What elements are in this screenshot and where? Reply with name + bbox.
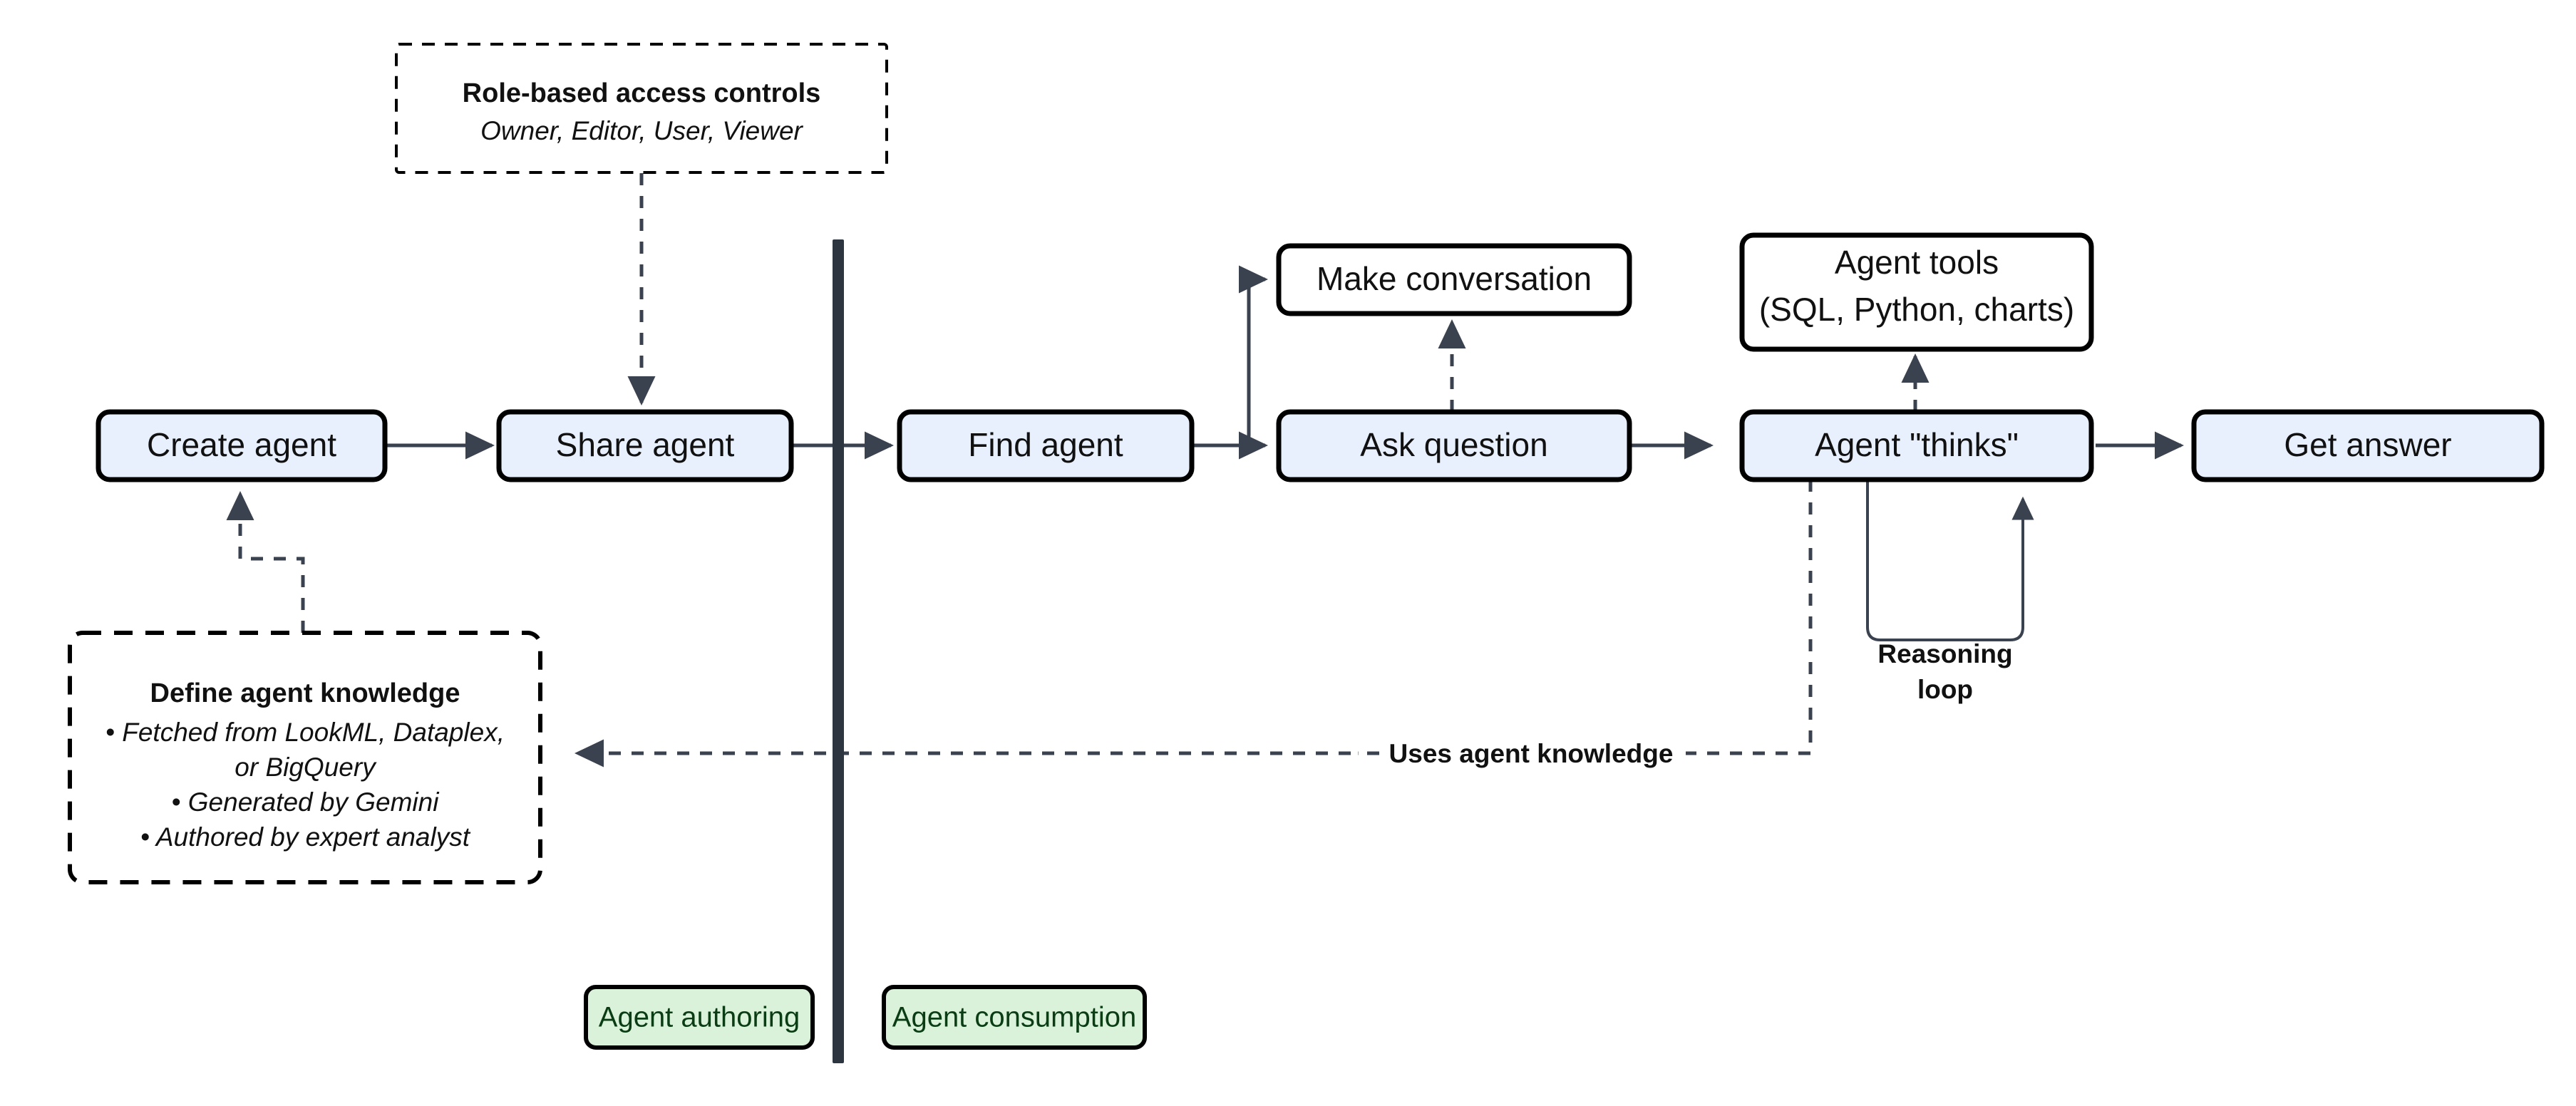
node-agent-thinks-label: Agent "thinks" (1815, 426, 2019, 463)
connector-find-to-make-conversation (1212, 265, 1268, 448)
edge-label-uses-agent-knowledge: Uses agent knowledge (1389, 739, 1674, 768)
edge-label-reasoning-loop-line1: Reasoning (1877, 639, 2012, 668)
legend-agent-authoring-label: Agent authoring (599, 1002, 800, 1033)
edge-label-reasoning-loop-line2: loop (1917, 675, 1973, 704)
node-ask-question[interactable] (1276, 409, 1632, 482)
note-rbac-line-0: Owner, Editor, User, Viewer (480, 116, 803, 145)
node-agent-tools-label-line2: (SQL, Python, charts) (1759, 291, 2074, 328)
node-create-agent-label: Create agent (147, 426, 336, 463)
note-knowledge-line-0: • Fetched from LookML, Dataplex, (105, 718, 505, 747)
note-knowledge-line-3: • Authored by expert analyst (140, 822, 471, 852)
note-rbac-title: Role-based access controls (463, 78, 821, 108)
section-divider (833, 239, 844, 1063)
node-find-agent-label: Find agent (968, 426, 1123, 463)
note-knowledge-line-2: • Generated by Gemini (172, 787, 441, 817)
node-find-agent[interactable] (897, 409, 1195, 482)
node-make-conversation[interactable] (1276, 243, 1632, 316)
node-create-agent[interactable] (96, 409, 388, 482)
note-knowledge-line-1: or BigQuery (235, 753, 377, 782)
legend-agent-consumption-label: Agent consumption (892, 1002, 1136, 1033)
node-make-conversation-label: Make conversation (1317, 260, 1592, 297)
legend-agent-authoring[interactable] (584, 985, 815, 1050)
connector-uses-agent-knowledge-right (1391, 480, 1813, 755)
note-knowledge-title: Define agent knowledge (150, 678, 460, 708)
uses-agent-knowledge-label-backdrop (1379, 735, 1686, 771)
connector-knowledge-to-create-agent (226, 491, 305, 633)
note-rbac-box (395, 43, 888, 174)
node-get-answer[interactable] (2191, 409, 2545, 482)
legend-agent-consumption[interactable] (882, 985, 1147, 1050)
node-agent-thinks[interactable] (1739, 409, 2094, 482)
node-share-agent-label: Share agent (556, 426, 735, 463)
node-agent-tools[interactable] (1739, 232, 2094, 352)
connector-reasoning-loop (1866, 480, 2034, 641)
node-agent-tools-label-line1: Agent tools (1835, 244, 1999, 281)
node-ask-question-label: Ask question (1360, 426, 1547, 463)
node-share-agent[interactable] (496, 409, 794, 482)
note-knowledge-box (68, 631, 542, 884)
node-get-answer-label: Get answer (2284, 426, 2451, 463)
